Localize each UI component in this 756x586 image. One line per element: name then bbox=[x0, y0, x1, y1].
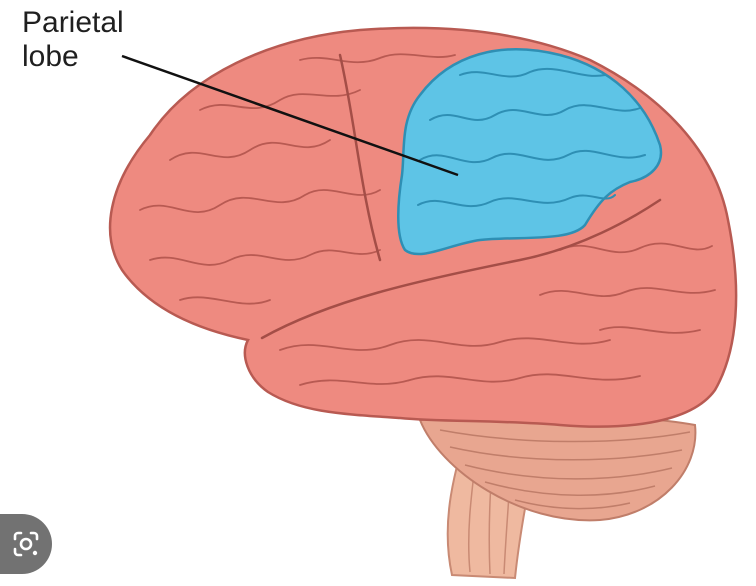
parietal-lobe bbox=[397, 48, 663, 256]
parietal-lobe-label-line2: lobe bbox=[22, 40, 79, 73]
parietal-lobe-label-line1: Parietal bbox=[22, 6, 124, 39]
parietal-lobe-label: Parietal lobe bbox=[22, 6, 124, 74]
lens-search-button[interactable] bbox=[0, 514, 52, 574]
leader-line bbox=[121, 54, 459, 177]
lens-search-icon bbox=[13, 531, 39, 557]
